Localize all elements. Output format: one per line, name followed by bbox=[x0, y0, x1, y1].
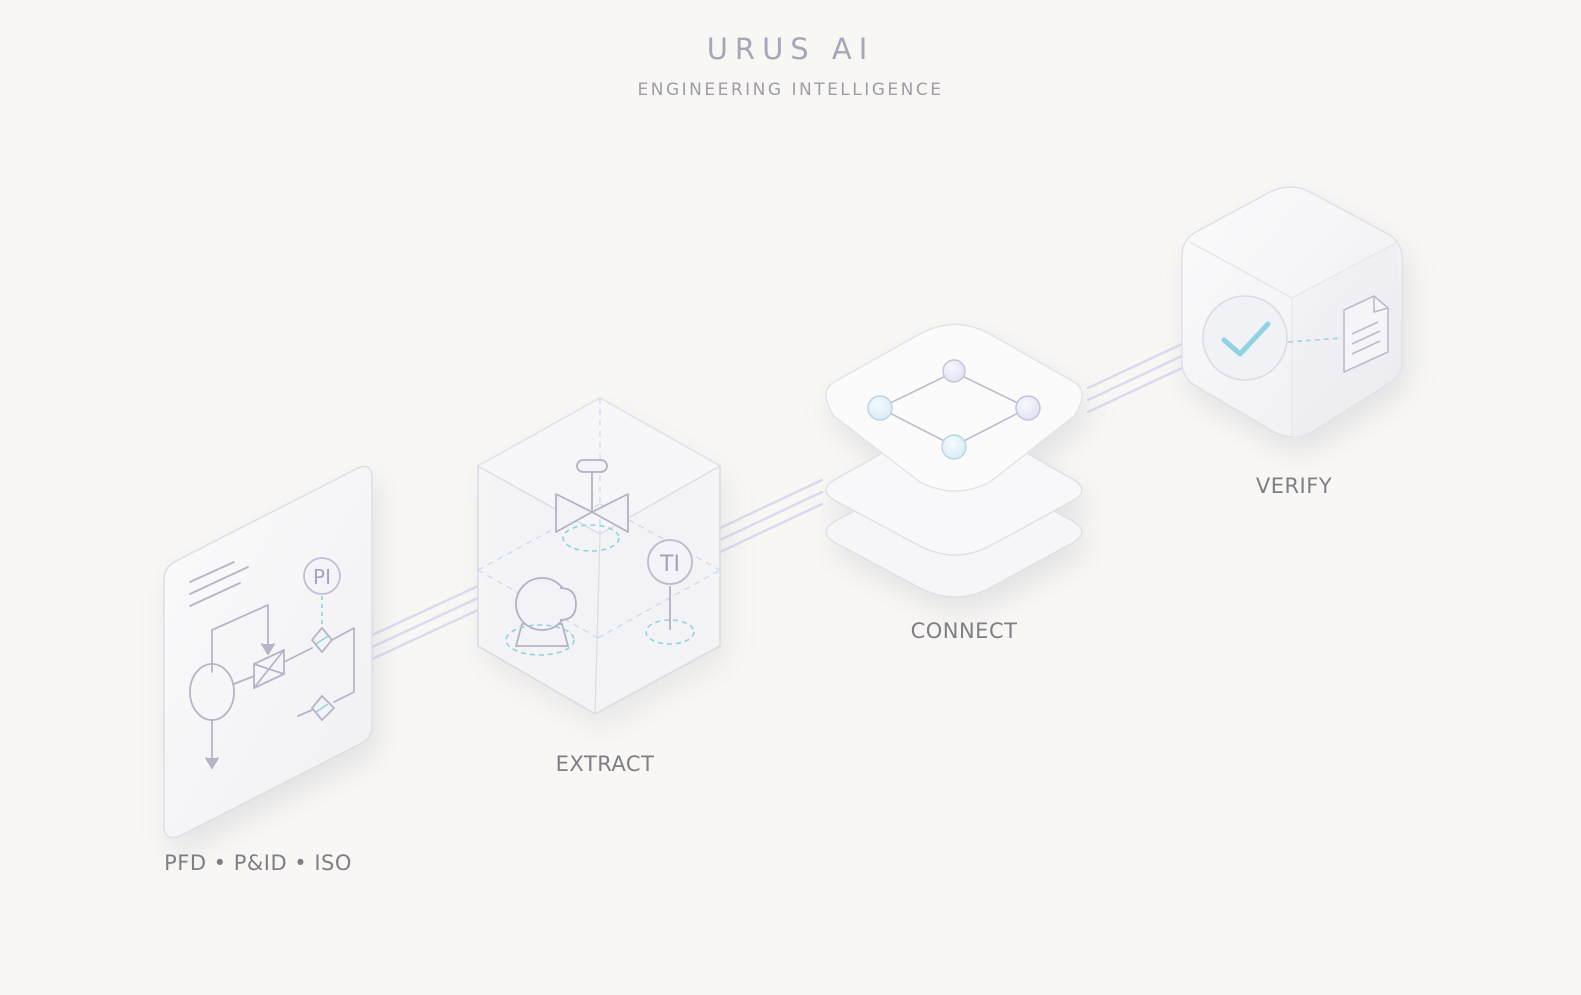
document-sheet-icon: PI bbox=[163, 465, 373, 839]
graph-node-top bbox=[942, 359, 966, 383]
verify-cube-icon bbox=[1181, 186, 1403, 440]
stage-label-documents: PFD • P&ID • ISO bbox=[164, 851, 352, 875]
connector-lines-2 bbox=[718, 478, 824, 554]
pressure-indicator-text: PI bbox=[313, 565, 331, 589]
graph-node-bottom bbox=[941, 434, 967, 460]
check-badge bbox=[1202, 295, 1288, 381]
checkmark-icon bbox=[1221, 321, 1271, 357]
temperature-indicator-text: TI bbox=[659, 552, 680, 577]
glass-cube-icon: TI bbox=[476, 397, 722, 715]
graph-node-left bbox=[867, 395, 893, 421]
pressure-indicator-symbol bbox=[303, 557, 341, 595]
temperature-indicator-symbol bbox=[647, 539, 693, 585]
stage-label-connect: CONNECT bbox=[910, 619, 1018, 643]
stage-label-extract: EXTRACT bbox=[555, 752, 655, 776]
connector-lines-3 bbox=[1086, 342, 1184, 414]
graph-node-right bbox=[1015, 395, 1041, 421]
brand-subtitle: ENGINEERING INTELLIGENCE bbox=[637, 80, 944, 100]
brand-title: URUS AI bbox=[706, 32, 875, 66]
stacked-layers-icon bbox=[825, 323, 1083, 598]
stage-label-verify: VERIFY bbox=[1255, 474, 1333, 498]
connector-lines-1 bbox=[368, 584, 480, 662]
diamond-cyan-marks bbox=[315, 635, 329, 713]
document-icon bbox=[1343, 295, 1389, 373]
